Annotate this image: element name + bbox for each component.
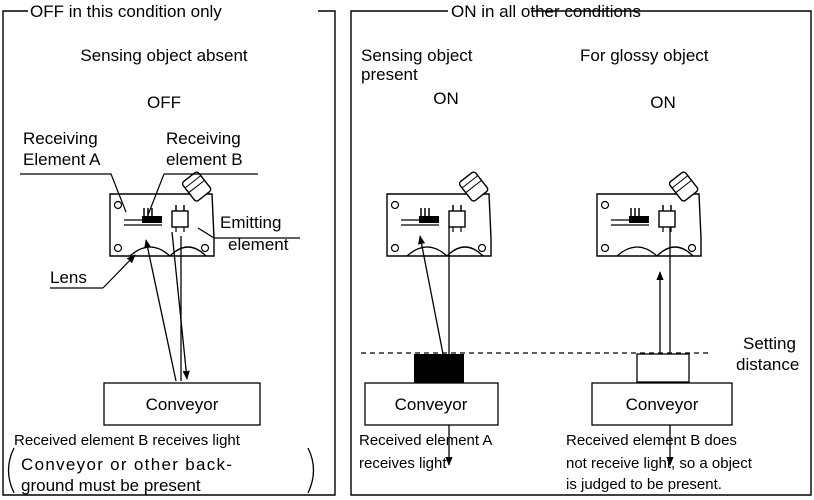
left-panel-title: Sensing object absent [80, 46, 248, 65]
paren-open [7, 447, 15, 494]
conveyor-label-glossy: Conveyor [625, 395, 699, 414]
present-beams [418, 227, 453, 466]
glossy-state-label: ON [650, 93, 676, 112]
sensor-left [109, 170, 215, 257]
left-panel-header: OFF in this condition only [30, 2, 222, 21]
conveyor-label-left: Conveyor [145, 395, 219, 414]
receiving-a-label-line2: Element A [23, 150, 101, 169]
conveyor-box-glossy [591, 382, 733, 426]
setting-distance-line1: Setting [743, 334, 796, 353]
left-beams [144, 231, 190, 382]
sensing-object-dark [414, 354, 464, 383]
left-caption-line2: Conveyor or other back- [21, 455, 234, 474]
lens-label: Lens [50, 268, 87, 287]
present-caption-line2: receives light [359, 455, 447, 472]
emitting-label-line2: element [228, 235, 289, 254]
receiving-b-label-line2: element B [166, 150, 243, 169]
sensor-glossy [596, 170, 702, 257]
present-caption-line1: Received element A [359, 432, 493, 449]
left-caption-line1: Received element B receives light [14, 432, 240, 449]
conveyor-box-present [364, 382, 499, 426]
sensing-object-glossy [636, 353, 690, 383]
left-panel-frame [2, 10, 336, 496]
sensor-present [386, 170, 492, 257]
paren-close [307, 447, 315, 494]
receiving-a-label-line1: Receiving [23, 129, 98, 148]
left-state-label: OFF [147, 93, 181, 112]
receiving-b-label-line1: Receiving [166, 129, 241, 148]
glossy-caption-line3: is judged to be present. [566, 476, 722, 493]
left-caption-line3: ground must be present [21, 476, 201, 495]
right-panel-header: ON in all other conditions [451, 2, 641, 21]
left-leader-lines [20, 173, 300, 289]
glossy-title: For glossy object [580, 46, 709, 65]
glossy-caption-line1: Received element B does [566, 432, 737, 449]
emitting-label-line1: Emitting [220, 213, 282, 232]
glossy-beams [656, 227, 674, 466]
conveyor-box-left [103, 382, 261, 426]
present-state-label: ON [433, 89, 459, 108]
present-title-line2: present [361, 65, 418, 84]
glossy-caption-line2: not receive light, so a object [566, 455, 752, 472]
setting-distance-line2: distance [736, 355, 800, 374]
conveyor-label-present: Conveyor [394, 395, 468, 414]
present-title-line1: Sensing object [361, 46, 473, 65]
right-panel-frame [350, 10, 812, 496]
